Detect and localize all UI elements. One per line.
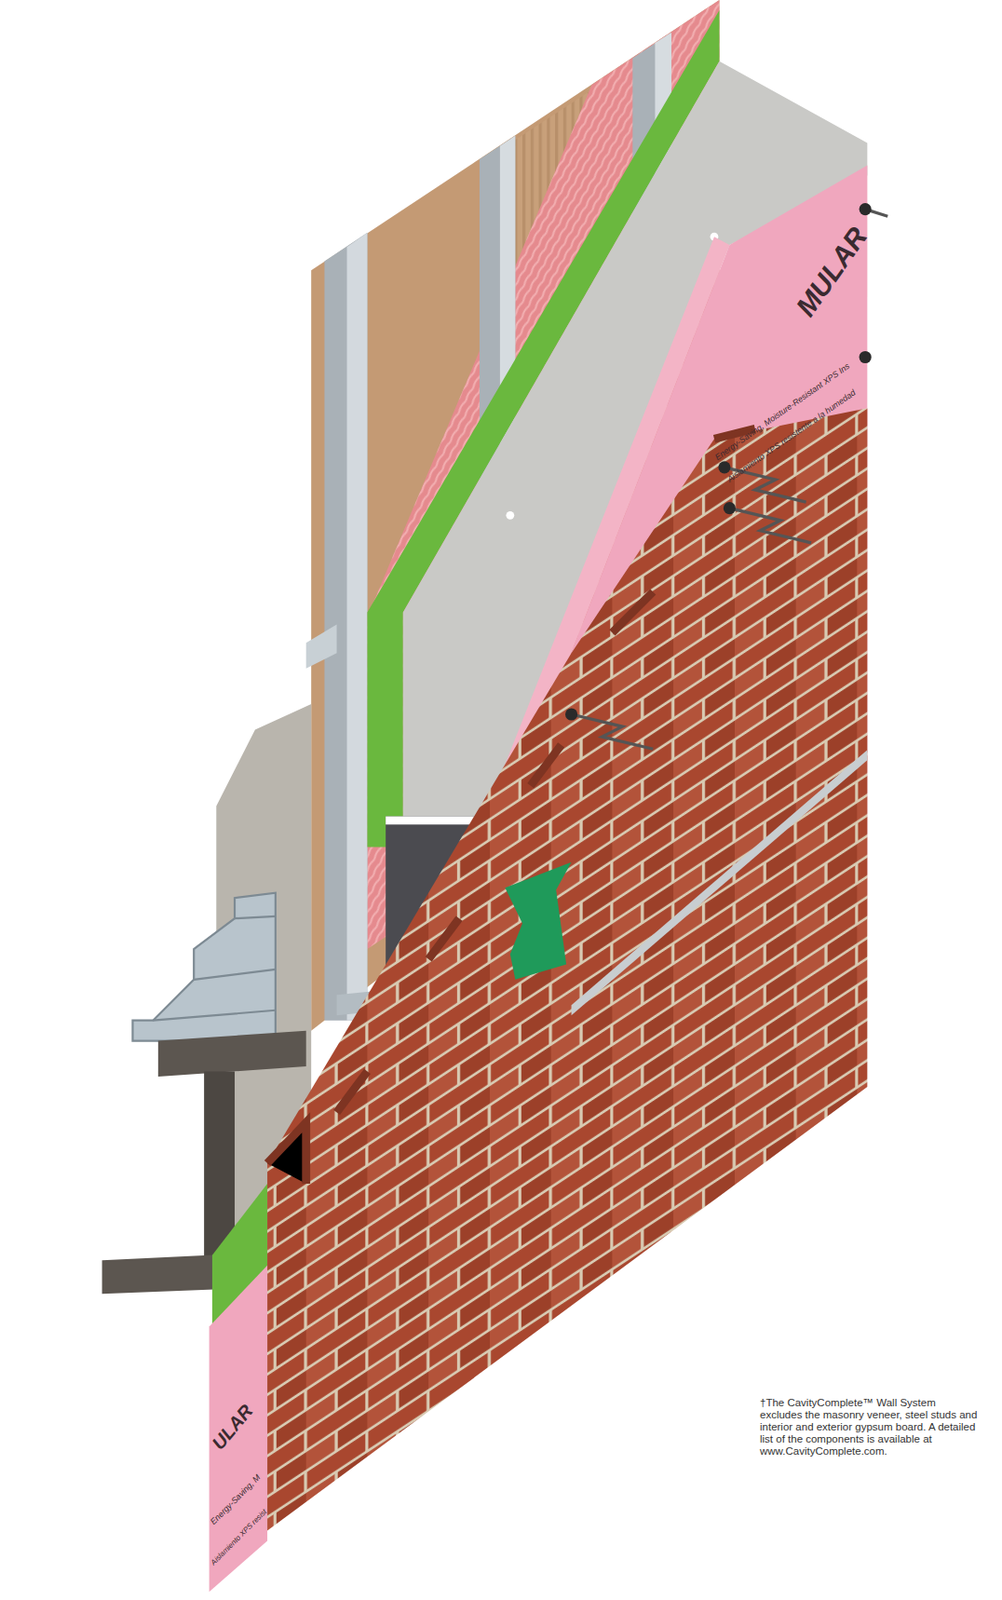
footnote: †The CavityComplete™ Wall System exclude… (759, 1396, 980, 1458)
